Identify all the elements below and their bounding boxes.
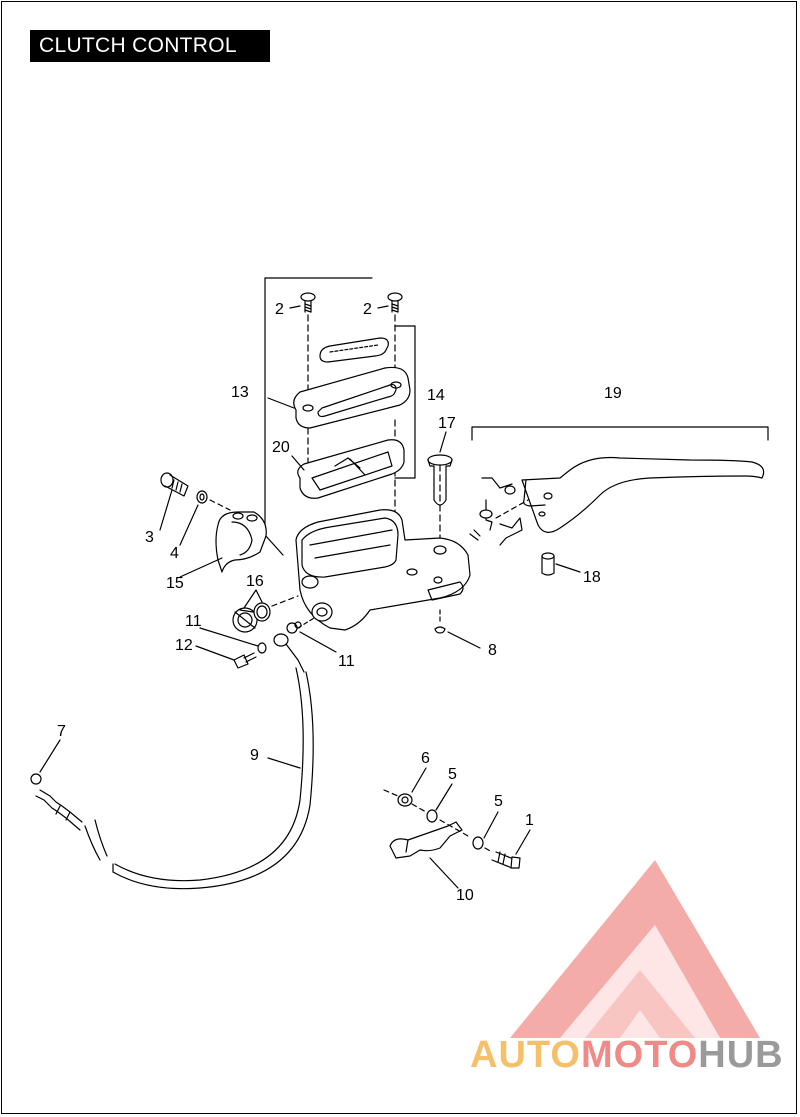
leader-8 [447,631,481,649]
clutch-lever [521,456,765,533]
watermark-text: AUTOMOTOHUB [470,1034,784,1077]
callout-14: 14 [427,387,445,404]
leader-11b [299,631,337,653]
watermark-logo [510,860,760,1038]
callout-5-top: 5 [448,766,457,783]
banjo-bolt [233,652,257,669]
handlebar-clamp [215,511,267,573]
reservoir-cover [293,366,411,429]
mounting-bracket [389,821,463,859]
callout-10: 10 [456,887,474,904]
callout-20: 20 [272,439,290,456]
leader-20 [291,455,305,471]
watermark-hub: HUB [698,1034,784,1076]
leader-5b [483,811,499,839]
callout-19: 19 [604,385,622,402]
nut-6 [397,793,413,807]
leader-15 [179,557,223,578]
clutch-hose [84,633,314,890]
pivot-pin [427,454,453,506]
callout-8: 8 [488,642,497,659]
callout-3: 3 [145,529,154,546]
callout-5-bottom: 5 [494,793,503,810]
leader-16 [243,589,263,609]
callout-15: 15 [166,575,184,592]
diagram-title: CLUTCH CONTROL [30,30,270,62]
leader-17 [439,431,447,453]
washer-11-left [257,642,267,654]
callout-bracket-14 [394,325,416,479]
leader-11a [199,627,259,647]
callout-7: 7 [57,723,66,740]
hose-end-fitting [30,773,83,831]
callout-4: 4 [170,545,179,562]
callout-12: 12 [175,637,193,654]
leader-18 [555,563,581,573]
leader-12 [195,645,235,661]
leader-5a [435,783,453,811]
callout-9: 9 [250,747,259,764]
watermark-moto: MOTO [580,1034,699,1076]
leader-9 [267,757,301,769]
master-cylinder-body [295,509,471,631]
callout-11-right: 11 [338,653,355,670]
callout-13: 13 [231,384,249,401]
leader-13-14 [267,397,295,409]
washer-5-top [426,809,438,823]
sight-glass-strip [319,337,389,363]
callout-6: 6 [421,750,430,767]
watermark-auto: AUTO [470,1034,581,1076]
leader-1 [515,829,531,855]
screw-3 [160,472,189,497]
leader-10 [429,857,459,889]
leader-2a [289,305,301,309]
callout-2-left: 2 [275,301,284,318]
leader-6 [411,767,427,793]
cover-gasket [297,439,405,499]
reservoir-cap [232,602,271,633]
callout-2-right: 2 [363,301,372,318]
lever-pin [541,552,555,576]
callout-17: 17 [438,415,456,432]
callout-16: 16 [246,573,264,590]
retaining-ring-8 [434,626,446,634]
callout-1: 1 [525,812,534,829]
screw-2-left [300,292,316,313]
lever-pushrod [469,477,523,546]
screw-1 [491,851,521,869]
leader-7 [39,739,61,773]
washer-4 [196,490,208,504]
callout-11-left: 11 [185,613,202,630]
leader-2b [377,305,389,309]
screw-2-right [387,292,403,313]
callout-18: 18 [583,569,601,586]
leader-3 [159,489,173,531]
callout-bracket-19 [471,426,769,441]
washer-5-bottom [472,836,484,850]
leader-4 [179,504,199,546]
